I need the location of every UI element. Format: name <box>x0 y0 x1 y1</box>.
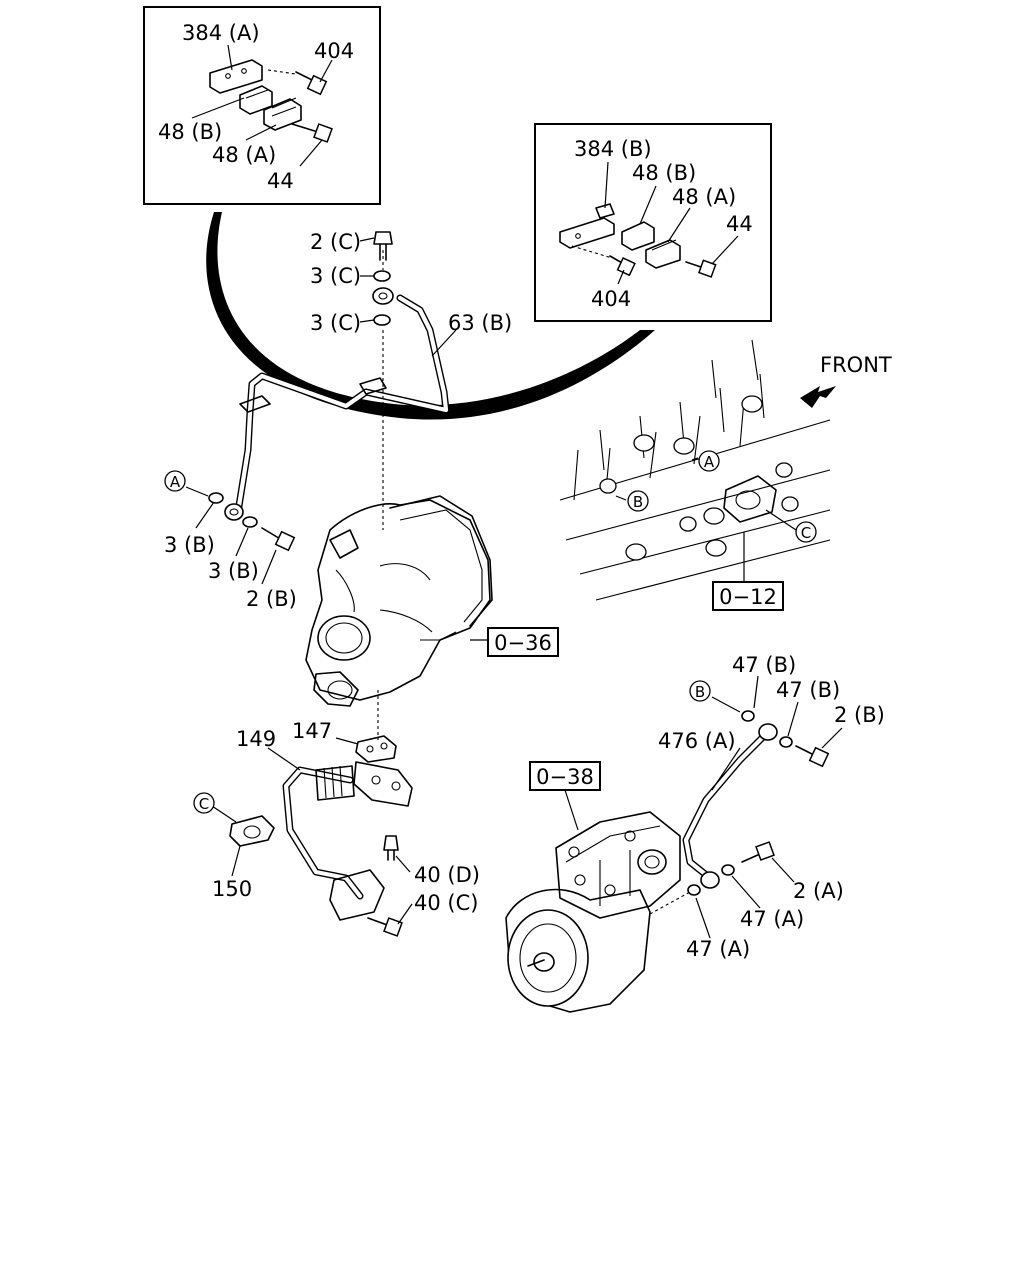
label-147: 147 <box>292 719 332 743</box>
callout-a-engine: A <box>698 450 720 472</box>
callout-c-left: C <box>193 792 215 814</box>
inset-a-label-48a: 48 (A) <box>212 143 276 167</box>
inset-a-label-384a: 384 (A) <box>182 21 260 45</box>
inset-b-label-384b: 384 (B) <box>574 137 652 161</box>
compressor-oil-pipe <box>649 675 843 939</box>
label-3b-upper: 3 (B) <box>164 533 215 557</box>
inset-b-label-48b: 48 (B) <box>632 161 696 185</box>
label-3b-lower: 3 (B) <box>208 559 259 583</box>
inset-b-label-404: 404 <box>591 287 631 311</box>
engine-block <box>559 339 831 601</box>
label-2b-right: 2 (B) <box>834 703 885 727</box>
ref-0-12-text: 0−12 <box>719 585 777 609</box>
ref-0-12: 0−12 <box>712 581 784 611</box>
label-3c-upper: 3 (C) <box>310 264 361 288</box>
front-label: FRONT <box>820 353 892 377</box>
label-2b-left: 2 (B) <box>246 587 297 611</box>
ref-0-36-text: 0−36 <box>494 631 552 655</box>
callout-b-right: B <box>689 680 711 702</box>
label-63b: 63 (B) <box>448 311 512 335</box>
inset-a-label-48b: 48 (B) <box>158 120 222 144</box>
label-40c: 40 (C) <box>414 891 478 915</box>
inset-b-label-44: 44 <box>726 212 753 236</box>
callout-b-right-text: B <box>695 683 705 701</box>
callout-b-engine-text: B <box>633 493 643 511</box>
label-47b-upper: 47 (B) <box>732 653 796 677</box>
front-arrow-icon <box>800 386 836 408</box>
ref-0-36: 0−36 <box>470 627 559 657</box>
turbocharger <box>305 495 493 740</box>
label-47b-lower: 47 (B) <box>776 678 840 702</box>
label-476a: 476 (A) <box>658 729 736 753</box>
turbo-oil-feed-pipe <box>185 231 457 585</box>
label-2c: 2 (C) <box>310 230 361 254</box>
callout-a-left: A <box>164 470 186 492</box>
label-47a-upper: 47 (A) <box>740 907 804 931</box>
callout-b-engine: B <box>627 490 649 512</box>
callout-a-engine-text: A <box>704 453 715 471</box>
label-47a-lower: 47 (A) <box>686 937 750 961</box>
inset-a-label-404: 404 <box>314 39 354 63</box>
label-3c-lower: 3 (C) <box>310 311 361 335</box>
turbo-oil-drain <box>211 735 413 937</box>
label-149: 149 <box>236 727 276 751</box>
callout-c-engine: C <box>795 521 817 543</box>
ref-0-38: 0−38 <box>529 761 601 791</box>
ref-0-38-text: 0−38 <box>536 765 594 789</box>
label-40d: 40 (D) <box>414 863 480 887</box>
label-150: 150 <box>212 877 252 901</box>
label-2a: 2 (A) <box>793 879 844 903</box>
callout-c-engine-text: C <box>801 524 811 542</box>
inset-b: 384 (B) 48 (B) 48 (A) 44 404 <box>534 123 772 322</box>
front-indicator: FRONT <box>800 353 892 408</box>
air-compressor <box>505 789 681 1013</box>
inset-b-label-48a: 48 (A) <box>672 185 736 209</box>
inset-a: 384 (A) 404 48 (B) 48 (A) 44 <box>143 6 381 205</box>
callout-a-left-text: A <box>170 473 181 491</box>
callout-c-left-text: C <box>199 795 209 813</box>
inset-a-label-44: 44 <box>267 169 294 193</box>
